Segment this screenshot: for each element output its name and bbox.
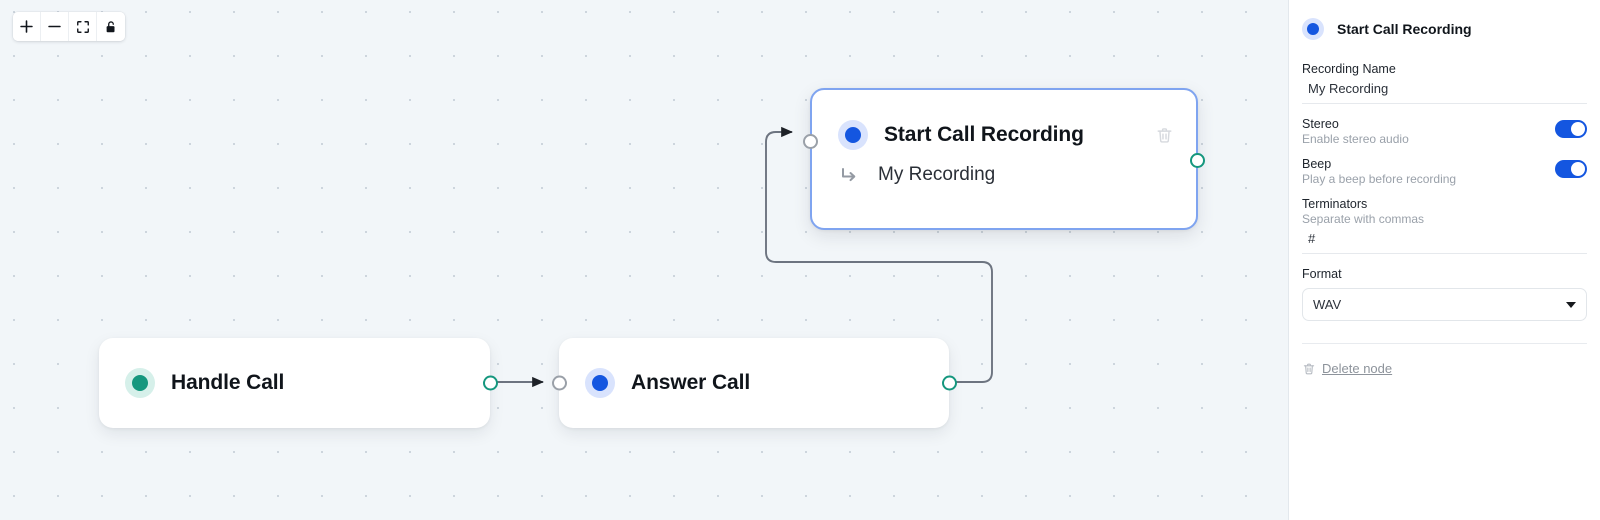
node-properties-panel: Start Call Recording Recording Name Ster… [1289,0,1600,520]
format-select[interactable]: WAV [1302,288,1587,321]
stereo-hint: Enable stereo audio [1302,132,1409,146]
format-label: Format [1302,267,1342,281]
field-terminators: Terminators Separate with commas [1302,197,1587,254]
node-answer-call[interactable]: Answer Call [551,338,957,428]
delete-node-button[interactable]: Delete node [1289,344,1600,376]
node-start-call-recording-subtitle-row: My Recording [812,150,1196,186]
canvas-toolbar [13,12,125,41]
fit-view-button[interactable] [69,12,97,41]
field-format: Format WAV [1302,267,1587,321]
panel-title: Start Call Recording [1337,21,1472,37]
node-status-dot-icon [585,368,615,398]
field-stereo: Stereo Enable stereo audio [1302,117,1587,146]
chevron-down-icon [1566,301,1576,308]
panel-divider [1302,343,1587,344]
beep-toggle[interactable] [1555,160,1587,178]
panel-header: Start Call Recording [1302,18,1587,40]
node-start-call-recording-target-handle[interactable] [803,134,818,149]
beep-hint: Play a beep before recording [1302,172,1457,186]
recording-name-input[interactable] [1302,76,1587,104]
corner-down-right-arrow-icon [838,164,862,186]
delete-node-label: Delete node [1322,361,1393,376]
field-beep: Beep Play a beep before recording [1302,157,1587,186]
node-handle-call-title: Handle Call [171,371,285,394]
node-handle-call-source-handle[interactable] [482,375,498,391]
panel-status-dot-icon [1302,18,1324,40]
terminators-hint: Separate with commas [1302,212,1425,226]
node-status-dot-icon [125,368,155,398]
terminators-input[interactable] [1302,226,1587,254]
trash-icon [1302,362,1316,376]
beep-label: Beep [1302,157,1332,171]
node-start-call-recording[interactable]: Start Call Recording [803,88,1205,230]
node-delete-icon[interactable] [1155,126,1174,145]
edge-layer [497,126,993,388]
terminators-label: Terminators [1302,197,1368,211]
node-start-call-recording-title: Start Call Recording [884,123,1084,146]
flow-canvas[interactable]: Handle Call Answer Call Star [0,0,1289,520]
node-status-dot-icon [838,120,868,150]
node-answer-call-source-handle[interactable] [941,375,957,391]
stereo-toggle[interactable] [1555,120,1587,138]
zoom-out-button[interactable] [41,12,69,41]
lock-button[interactable] [97,12,125,41]
node-start-call-recording-source-handle[interactable] [1190,153,1205,168]
stereo-label: Stereo [1302,117,1339,131]
node-answer-call-target-handle[interactable] [551,375,567,391]
node-answer-call-title: Answer Call [631,371,751,394]
zoom-in-button[interactable] [13,12,41,41]
node-handle-call[interactable]: Handle Call [99,338,498,428]
recording-name-label: Recording Name [1302,62,1396,76]
node-handle-call-row: Handle Call [99,338,490,428]
field-recording-name: Recording Name [1302,62,1587,104]
node-start-call-recording-subtitle: My Recording [878,164,996,185]
format-select-value: WAV [1313,297,1342,312]
node-start-call-recording-header: Start Call Recording [812,90,1196,150]
node-answer-call-row: Answer Call [559,338,949,428]
